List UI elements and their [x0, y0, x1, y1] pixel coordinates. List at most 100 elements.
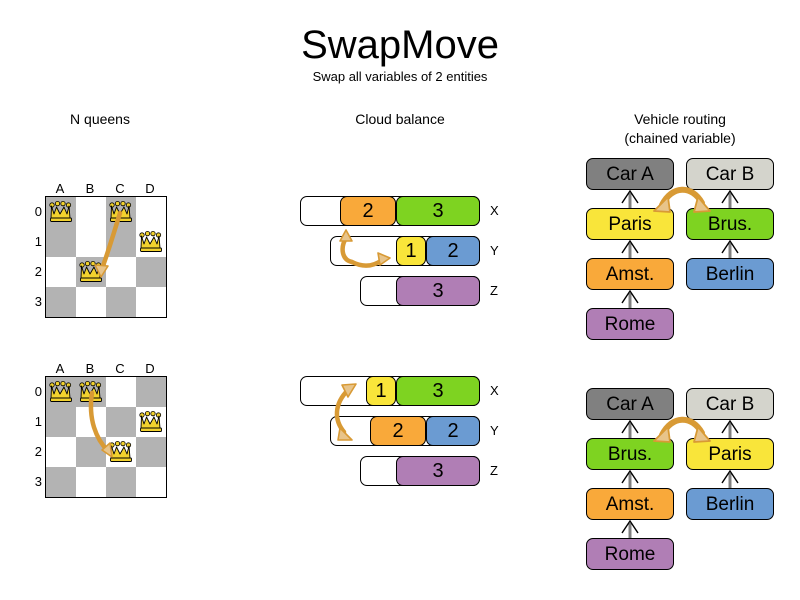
visit-a-3[interactable]: Rome	[586, 538, 674, 570]
queen-icon	[49, 200, 72, 222]
vehicle-routing-after-diagram: Car A Car B Brus. Amst. Rome Paris Berli…	[580, 385, 780, 575]
page-subtitle: Swap all variables of 2 entities	[312, 69, 488, 84]
cell-c3[interactable]	[106, 467, 136, 497]
cell-a2[interactable]	[46, 437, 76, 467]
cell-c2[interactable]	[106, 257, 136, 287]
visit-a-1[interactable]: Brus.	[586, 438, 674, 470]
file-label-c: C	[115, 361, 125, 376]
rank-label-3: 3	[34, 294, 42, 309]
cell-a0[interactable]	[46, 377, 76, 407]
cloud-balance-before-diagram: 2 3 X 1 2 Y 3 Z	[290, 190, 510, 315]
computer-row-x: 2 3	[300, 196, 490, 226]
visit-a-2[interactable]: Amst.	[586, 488, 674, 520]
n-queens-before-diagram: A B C D 0 1 2 3	[20, 180, 200, 330]
cloud-swap-arrow	[339, 229, 391, 268]
column-heading-vehicle-routing: Vehicle routing (chained variable)	[580, 110, 780, 148]
chessboard-after[interactable]	[45, 376, 167, 498]
cell-d0[interactable]	[136, 197, 166, 227]
cell-a2[interactable]	[46, 257, 76, 287]
cell-b0[interactable]	[76, 197, 106, 227]
n-queens-after-diagram: A B C D 0 1 2 3	[20, 360, 200, 510]
rank-label-0: 0	[34, 384, 42, 399]
cell-b3[interactable]	[76, 467, 106, 497]
vrp-swap-arrow	[653, 416, 711, 443]
cell-b1[interactable]	[76, 227, 106, 257]
visit-b-1[interactable]: Paris	[686, 438, 774, 470]
queen-icon	[109, 440, 132, 462]
process-purple-3[interactable]: 3	[396, 276, 480, 306]
vehicle-car-b[interactable]: Car B	[686, 388, 774, 420]
visit-b-2[interactable]: Berlin	[686, 488, 774, 520]
vehicle-car-a[interactable]: Car A	[586, 158, 674, 190]
visit-b-1[interactable]: Brus.	[686, 208, 774, 240]
cell-a1[interactable]	[46, 227, 76, 257]
file-label-b: B	[85, 361, 95, 376]
chessboard-before[interactable]	[45, 196, 167, 318]
process-yellow-1[interactable]: 1	[366, 376, 396, 406]
vehicle-car-a[interactable]: Car A	[586, 388, 674, 420]
process-orange-2[interactable]: 2	[370, 416, 426, 446]
page-title: SwapMove	[301, 23, 499, 67]
vehicle-car-b[interactable]: Car B	[686, 158, 774, 190]
computer-row-y: 2 2	[330, 416, 490, 446]
queen-move-arrow	[88, 390, 113, 458]
computer-label-x: X	[490, 383, 499, 398]
visit-a-1[interactable]: Paris	[586, 208, 674, 240]
cell-d1[interactable]	[136, 407, 166, 437]
vehicle-routing-heading-line1: Vehicle routing	[634, 111, 726, 127]
vehicle-routing-heading-line2: (chained variable)	[624, 130, 736, 146]
file-label-d: D	[145, 361, 155, 376]
visit-b-2[interactable]: Berlin	[686, 258, 774, 290]
column-heading-cloud-balance: Cloud balance	[355, 111, 445, 127]
cell-c0[interactable]	[106, 377, 136, 407]
queen-icon	[139, 230, 162, 252]
rank-label-2: 2	[34, 264, 42, 279]
cell-c1[interactable]	[106, 407, 136, 437]
cell-d1[interactable]	[136, 227, 166, 257]
cell-b2[interactable]	[76, 257, 106, 287]
cell-a0[interactable]	[46, 197, 76, 227]
visit-a-2[interactable]: Amst.	[586, 258, 674, 290]
vehicle-routing-before-diagram: Car A Car B Paris Amst. Rome Brus. Berli…	[580, 155, 780, 345]
column-heading-n-queens: N queens	[70, 111, 130, 127]
cell-a3[interactable]	[46, 467, 76, 497]
process-purple-3[interactable]: 3	[396, 456, 480, 486]
computer-row-z: 3	[360, 456, 490, 486]
cell-c3[interactable]	[106, 287, 136, 317]
vrp-swap-arrow	[653, 186, 711, 213]
file-label-d: D	[145, 181, 155, 196]
cell-d3[interactable]	[136, 467, 166, 497]
process-blue-2[interactable]: 2	[426, 236, 480, 266]
cell-a3[interactable]	[46, 287, 76, 317]
rank-label-3: 3	[34, 474, 42, 489]
computer-label-z: Z	[490, 463, 498, 478]
cloud-balance-after-diagram: 1 3 X 2 2 Y 3 Z	[290, 370, 510, 495]
rank-label-1: 1	[34, 234, 42, 249]
visit-a-3[interactable]: Rome	[586, 308, 674, 340]
computer-label-x: X	[490, 203, 499, 218]
cell-d2[interactable]	[136, 257, 166, 287]
process-green-3[interactable]: 3	[396, 196, 480, 226]
cell-d2[interactable]	[136, 437, 166, 467]
rank-label-0: 0	[34, 204, 42, 219]
cell-d3[interactable]	[136, 287, 166, 317]
file-label-a: A	[55, 361, 65, 376]
process-blue-2[interactable]: 2	[426, 416, 480, 446]
process-yellow-1[interactable]: 1	[396, 236, 426, 266]
computer-label-y: Y	[490, 423, 499, 438]
cell-a1[interactable]	[46, 407, 76, 437]
rank-label-1: 1	[34, 414, 42, 429]
cell-d0[interactable]	[136, 377, 166, 407]
process-orange-2[interactable]: 2	[340, 196, 396, 226]
cloud-swap-arrow	[334, 383, 357, 441]
queen-icon	[139, 410, 162, 432]
computer-row-x: 1 3	[300, 376, 490, 406]
rank-label-2: 2	[34, 444, 42, 459]
process-green-3[interactable]: 3	[396, 376, 480, 406]
computer-label-z: Z	[490, 283, 498, 298]
cell-b3[interactable]	[76, 287, 106, 317]
queen-move-arrow	[94, 210, 123, 278]
file-label-a: A	[55, 181, 65, 196]
queen-icon	[49, 380, 72, 402]
file-label-c: C	[115, 181, 125, 196]
